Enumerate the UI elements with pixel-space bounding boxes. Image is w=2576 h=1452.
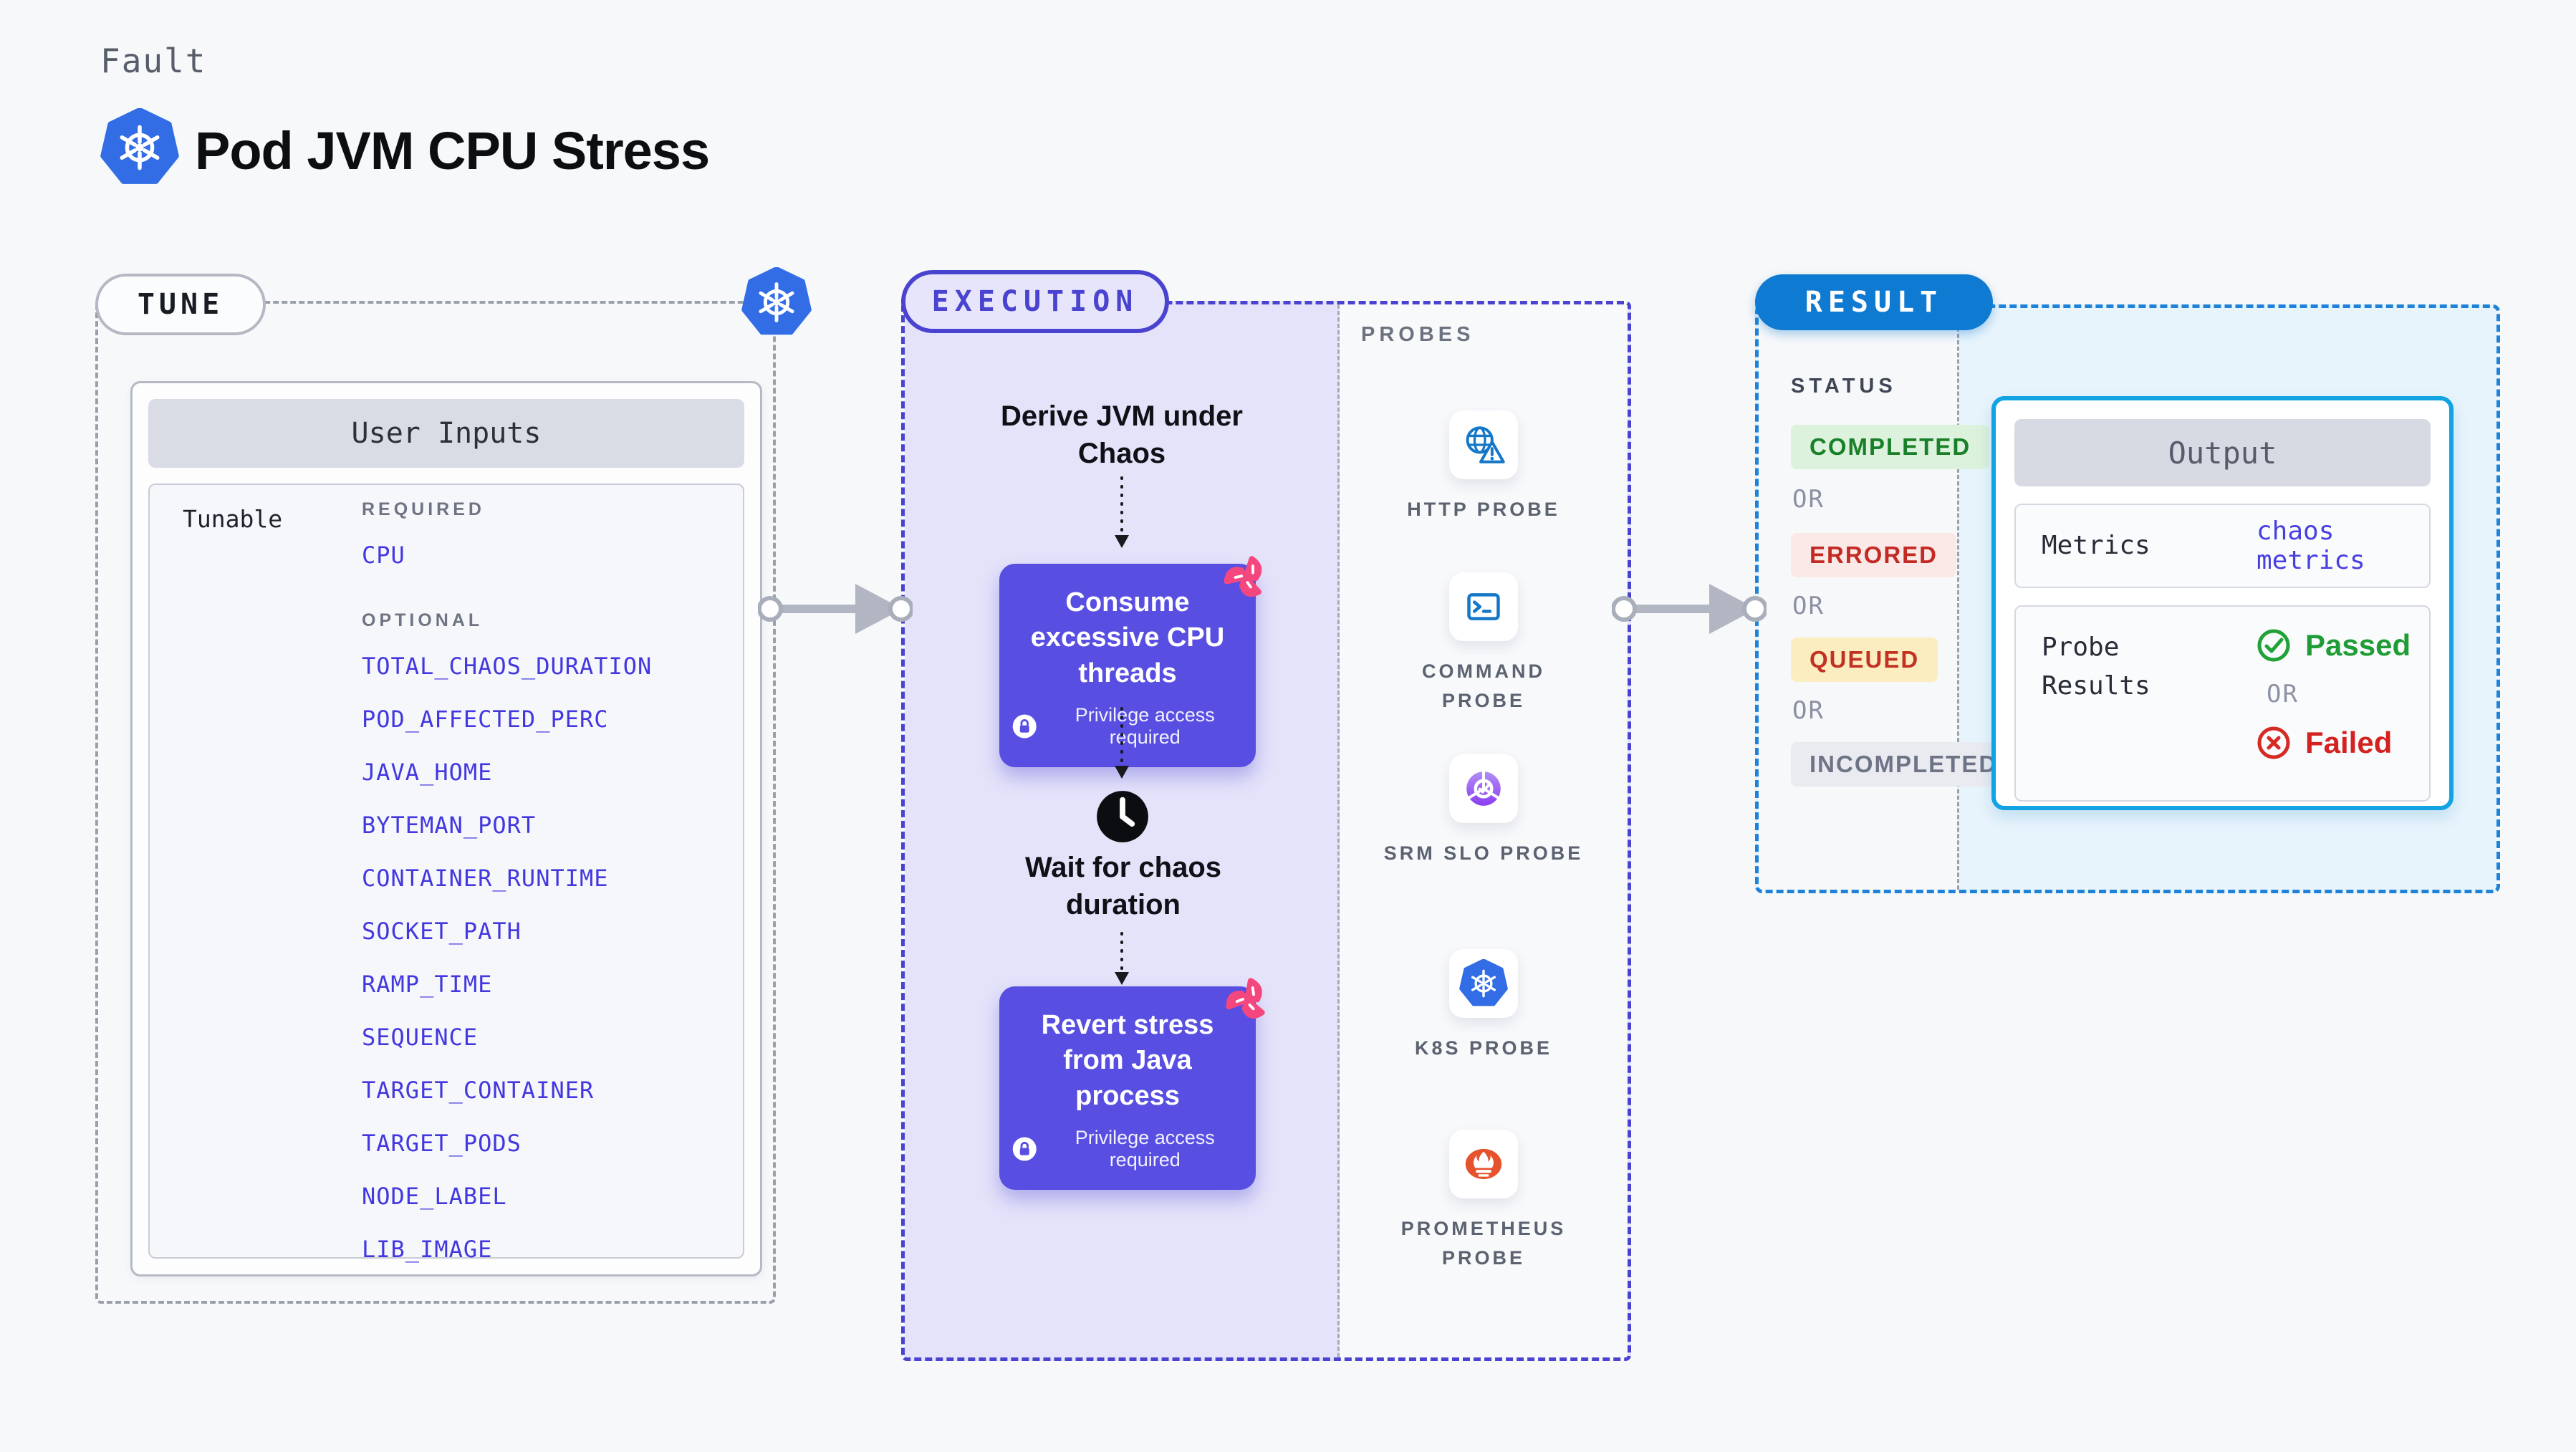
chaos-step-title: Revert stress from Java process [1041,1010,1214,1111]
dotted-arrow-icon [1115,707,1129,779]
prometheus-probe-icon [1449,1130,1518,1198]
tune-to-execution-arrow [758,584,913,634]
or-label: OR [2267,680,2299,708]
lock-icon [1012,713,1037,740]
probe-item-http: HTTP PROBE [1383,410,1584,524]
kubernetes-icon [741,266,812,338]
privilege-note: Privilege access required [1075,1127,1215,1171]
param-link[interactable]: CONTAINER_RUNTIME [362,865,609,892]
chaos-pinwheel-icon [1216,968,1279,1032]
tunables-panel: Tunable REQUIRED CPU OPTIONAL TOTAL_CHAO… [148,484,744,1263]
lock-icon [1012,1135,1037,1163]
param-link[interactable]: RAMP_TIME [362,971,493,998]
passed-check-icon [2257,629,2290,662]
k8s-probe-icon [1449,949,1518,1018]
clock-icon [1097,791,1148,842]
probe-results-row: Probe Results Passed OR [2014,605,2431,802]
probe-label: PROMETHEUS PROBE [1400,1218,1567,1269]
status-badge-errored: ERRORED [1791,533,1957,577]
execution-to-result-arrow [1612,584,1767,634]
output-card: Output Metrics chaos metrics Probe Resul… [1991,396,2454,810]
chaos-step-consume-card: Consume excessive CPU threads Privilege … [999,564,1256,768]
privilege-note: Privilege access required [1075,704,1215,749]
result-pill: RESULT [1755,274,1993,330]
user-inputs-title: User Inputs [148,399,744,468]
param-link[interactable]: POD_AFFECTED_PERC [362,706,609,733]
status-output-divider [1957,308,1959,890]
kubernetes-icon [100,107,179,188]
dotted-arrow-icon [1115,476,1129,548]
execution-probes-divider [1337,304,1340,1357]
tune-pill: TUNE [95,274,266,335]
probe-results-label: Probe Results [2042,633,2150,701]
probe-item-k8s: K8S PROBE [1383,949,1584,1063]
flow-step-derive: Derive JVM under Chaos [1001,400,1243,469]
http-probe-icon [1449,410,1518,479]
probe-label: HTTP PROBE [1407,499,1560,520]
probe-item-prometheus: PROMETHEUS PROBE [1383,1130,1584,1272]
user-inputs-card: User Inputs Tunable REQUIRED CPU OPTIONA… [130,381,762,1276]
tune-section [95,301,776,1304]
or-label: OR [1792,485,1825,514]
param-link[interactable]: BYTEMAN_PORT [362,812,537,839]
param-link[interactable]: SOCKET_PATH [362,918,522,945]
execution-pill: EXECUTION [901,270,1169,333]
execution-section: Derive JVM under Chaos Consume excessive… [901,301,1631,1361]
probe-label: COMMAND PROBE [1422,660,1545,711]
param-link[interactable]: TARGET_PODS [362,1130,522,1157]
metrics-row: Metrics chaos metrics [2014,504,2431,588]
param-link[interactable]: LIB_IMAGE [362,1236,493,1263]
metrics-label: Metrics [2042,531,2150,560]
chaos-step-title: Consume excessive CPU threads [1030,587,1225,688]
optional-param-list: TOTAL_CHAOS_DURATION POD_AFFECTED_PERC JAV… [362,653,721,1263]
param-link[interactable]: NODE_LABEL [362,1183,507,1210]
required-heading: REQUIRED [362,499,485,519]
probe-label: K8S PROBE [1414,1037,1553,1059]
param-link[interactable]: TOTAL_CHAOS_DURATION [362,653,653,680]
srm-slo-probe-icon [1449,754,1518,823]
chaos-metrics-link[interactable]: chaos metrics [2257,516,2365,575]
required-param-list: CPU [362,542,721,569]
page-title: Pod JVM CPU Stress [195,121,710,181]
status-badge-completed: COMPLETED [1791,425,1990,469]
status-heading: STATUS [1791,375,1897,398]
tunable-label: Tunable [183,505,283,533]
probes-heading: PROBES [1361,323,1475,346]
param-link[interactable]: SEQUENCE [362,1024,479,1051]
passed-label: Passed [2305,628,2411,662]
probe-item-command: COMMAND PROBE [1383,572,1584,715]
status-badge-queued: QUEUED [1791,638,1938,682]
probe-item-srm-slo: SRM SLO PROBE [1383,754,1584,868]
or-label: OR [1792,696,1825,725]
chaos-step-revert-card: Revert stress from Java process Privileg… [999,986,1256,1191]
param-link[interactable]: JAVA_HOME [362,759,493,786]
flow-step-wait: Wait for chaos duration [1024,852,1222,920]
command-probe-icon [1449,572,1518,641]
fault-kicker: Fault [100,42,207,80]
or-label: OR [1792,592,1825,620]
output-title: Output [2014,419,2431,486]
dotted-arrow-icon [1115,932,1129,985]
param-link[interactable]: CPU [362,542,405,569]
failed-label: Failed [2305,726,2393,759]
param-link[interactable]: TARGET_CONTAINER [362,1077,595,1104]
probe-label: SRM SLO PROBE [1383,842,1584,864]
failed-x-icon [2257,726,2290,759]
status-badge-incompleted: INCOMPLETED [1791,742,2017,787]
param-column: REQUIRED CPU OPTIONAL TOTAL_CHAOS_DURATI… [362,499,721,1289]
optional-heading: OPTIONAL [362,610,484,630]
result-section: STATUS COMPLETED OR ERRORED OR QUEUED OR… [1755,304,2500,893]
